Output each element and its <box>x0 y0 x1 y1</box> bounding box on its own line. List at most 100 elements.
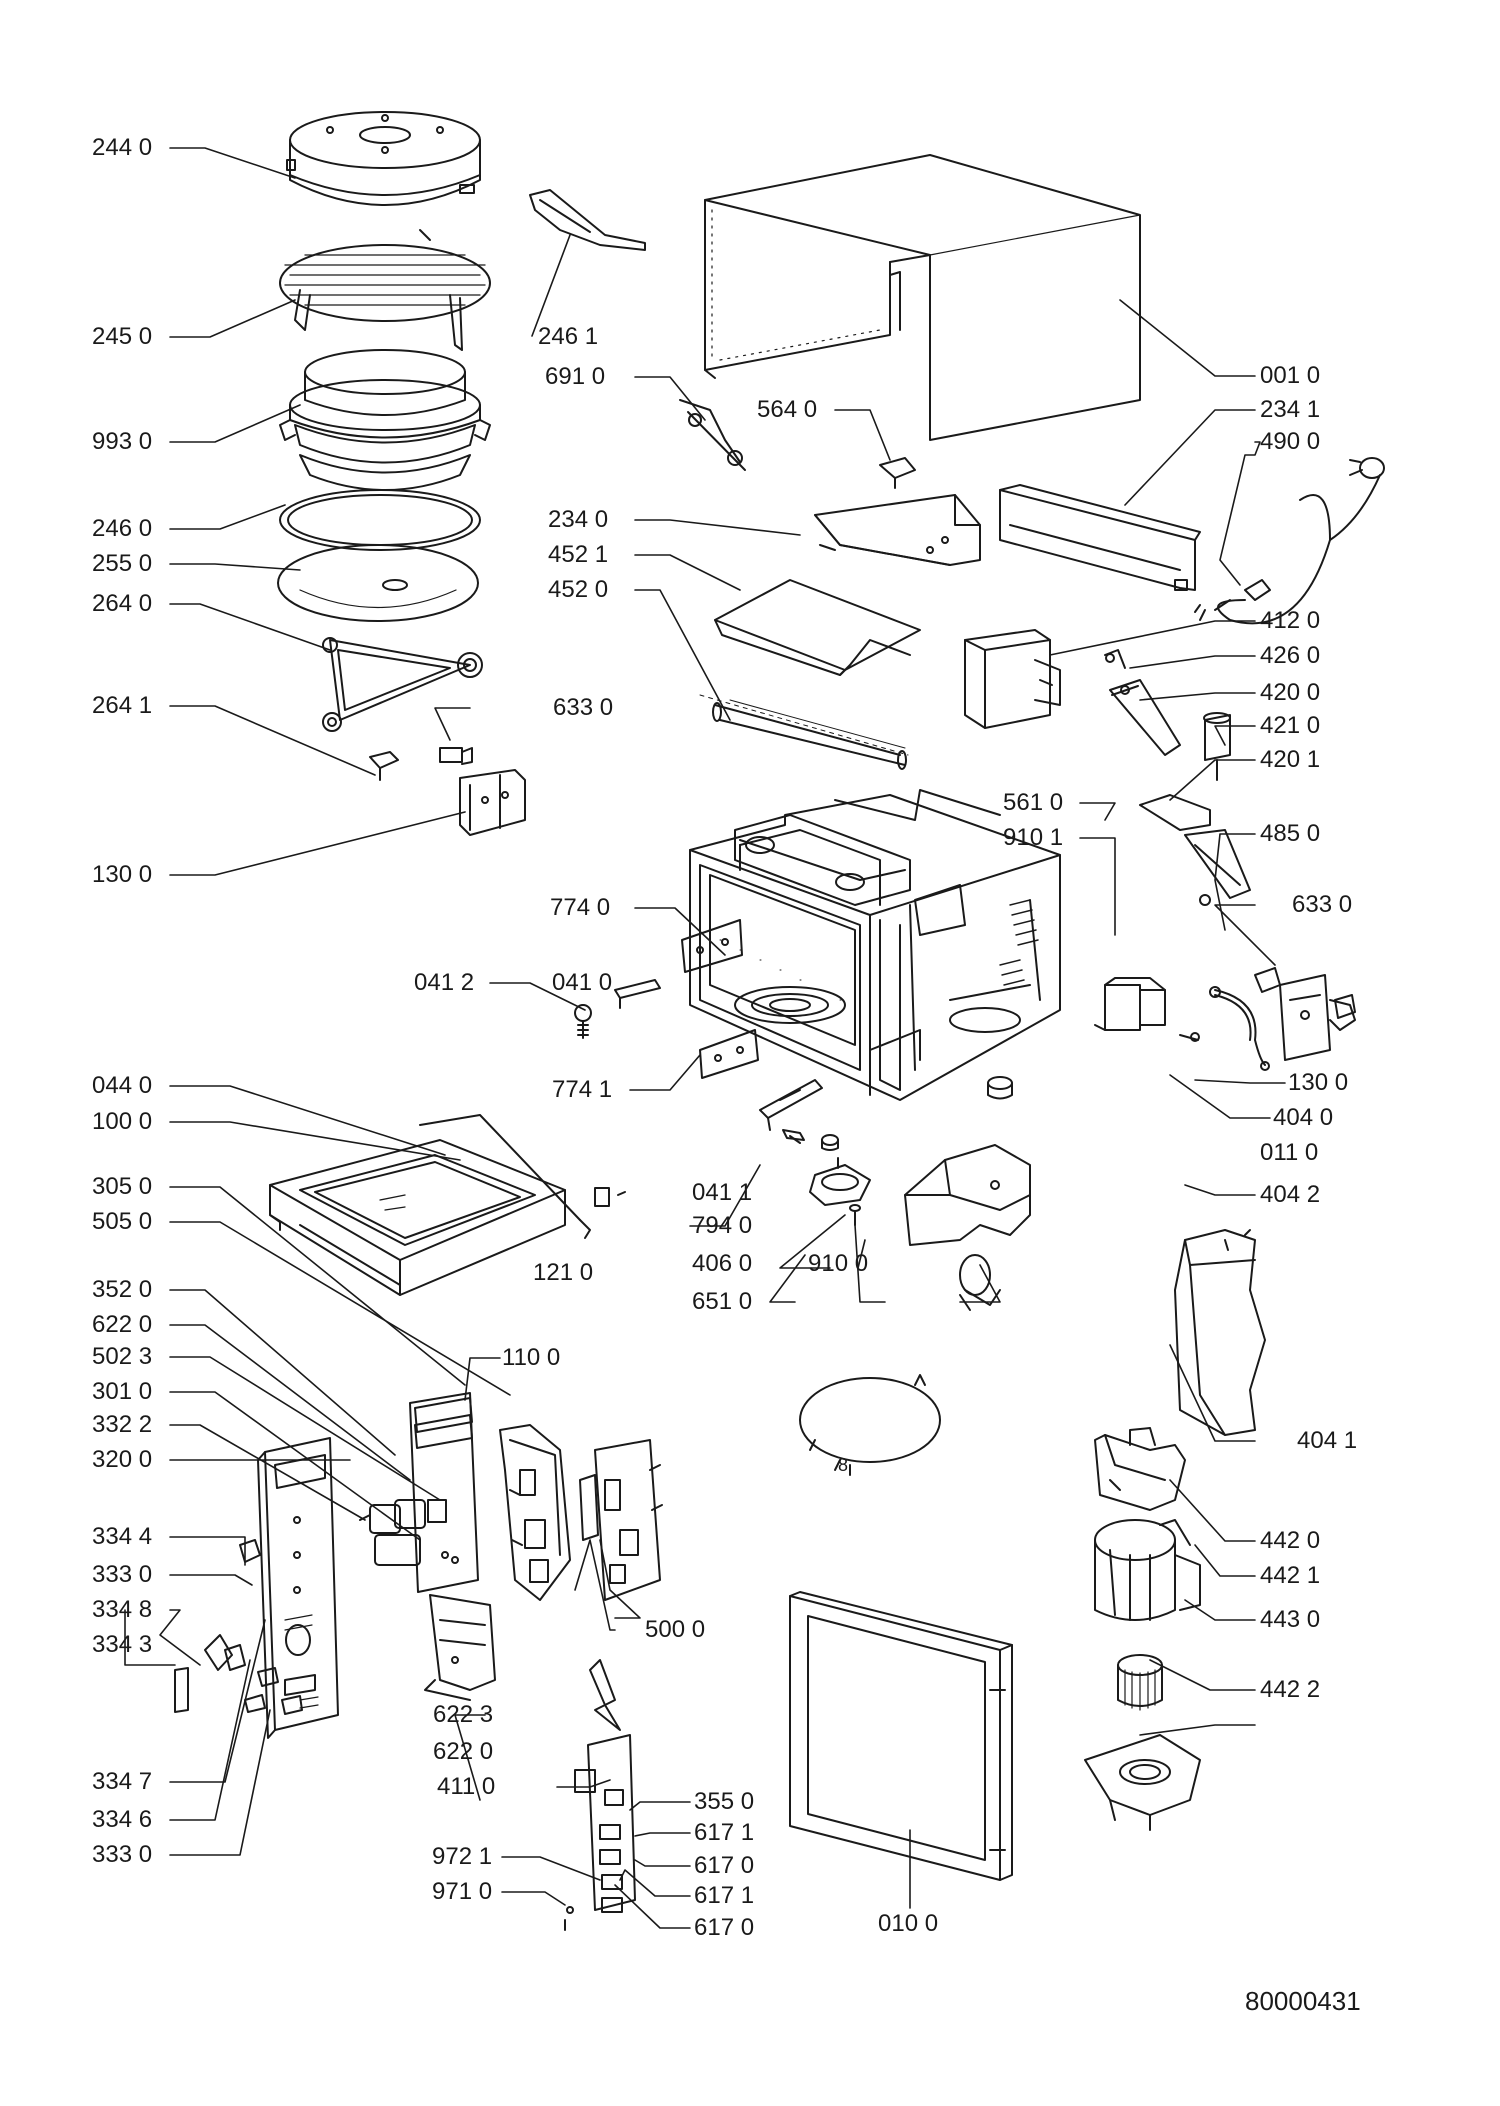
lamp-651 <box>959 1254 1001 1311</box>
magnetron-cover-234 <box>814 494 981 566</box>
part-label: 404 0 <box>1273 1104 1334 1131</box>
part-label: 041 1 <box>692 1179 753 1206</box>
part-label: 993 0 <box>92 428 153 455</box>
grill-rack <box>279 229 491 351</box>
part-label: 564 0 <box>757 396 818 423</box>
hv-capacitor-421 <box>1203 712 1231 781</box>
knob-334-4 <box>239 1539 261 1563</box>
bracket-622 <box>424 1594 496 1701</box>
lamp-holder <box>679 399 746 471</box>
outer-casing <box>704 154 1141 441</box>
crisp-plate-cover <box>286 111 481 206</box>
part-label: 333 0 <box>92 1841 153 1868</box>
roller-ring-oval <box>799 1374 941 1471</box>
part-label: 561 0 <box>1003 789 1064 816</box>
latch-clip <box>594 1187 626 1207</box>
keypad-board-301 <box>409 1392 479 1593</box>
part-label: 502 3 <box>92 1343 153 1370</box>
fan-blade-443 <box>1117 1654 1163 1711</box>
part-label: 485 0 <box>1260 820 1321 847</box>
part-label: 320 0 <box>92 1446 153 1473</box>
part-label: 452 0 <box>548 576 609 603</box>
part-label: 333 0 <box>92 1561 153 1588</box>
quartz-heater-452-0 <box>699 694 909 770</box>
steam-cooker <box>279 349 491 491</box>
part-label: 633 0 <box>1292 891 1353 918</box>
part-label: 264 1 <box>92 692 153 719</box>
part-label: 412 0 <box>1260 607 1321 634</box>
fuse-board <box>564 1734 636 1931</box>
switch-bracket-left <box>459 769 526 836</box>
part-label: 264 0 <box>92 590 153 617</box>
control-bracket-500 <box>499 1424 571 1601</box>
air-duct-404-2 <box>904 1144 1031 1246</box>
screw-041-1 <box>782 1129 805 1144</box>
part-label: 245 0 <box>92 323 153 350</box>
part-label: 910 1 <box>1003 824 1064 851</box>
wave-stirrer <box>529 189 646 251</box>
cavity-vents <box>999 899 1039 986</box>
arrow-indicator <box>589 1659 621 1731</box>
part-label: 442 1 <box>1260 1562 1321 1589</box>
fan-motor-442-1 <box>1094 1519 1201 1621</box>
bracket-564 <box>879 457 916 489</box>
part-label: 420 1 <box>1260 746 1321 773</box>
fan-bracket-442-0 <box>1094 1427 1186 1511</box>
coupler-794 <box>821 1134 839 1151</box>
door-switch-left <box>439 747 473 765</box>
part-label: 442 2 <box>1260 1676 1321 1703</box>
part-label: 334 7 <box>92 1768 153 1795</box>
door-latch-041 <box>614 979 661 1009</box>
door-seal-frame <box>789 1591 1013 1881</box>
part-label: 234 0 <box>548 506 609 533</box>
part-label: 8 <box>838 1455 849 1475</box>
waveguide-assembly <box>734 789 1001 936</box>
part-label: 121 0 <box>533 1259 594 1286</box>
hinge-plate-lower <box>699 1029 759 1079</box>
part-label: 334 4 <box>92 1523 153 1550</box>
door-assembly <box>269 1139 566 1296</box>
door-switch-right <box>1254 967 1356 1019</box>
power-board-500 <box>579 1439 663 1601</box>
part-label: 633 0 <box>553 694 614 721</box>
push-buttons-332 <box>359 1499 426 1566</box>
part-label: 010 0 <box>878 1910 939 1937</box>
part-label: 500 0 <box>645 1616 706 1643</box>
part-label: 110 0 <box>502 1344 561 1371</box>
part-label: 334 8 <box>92 1596 153 1623</box>
motor-bracket-041-1 <box>759 1079 823 1131</box>
part-label: 452 1 <box>548 541 609 568</box>
part-label: 352 0 <box>92 1276 153 1303</box>
waveguide-cover-452-1 <box>714 579 921 676</box>
interlock-switch <box>1094 977 1200 1042</box>
hv-capacitor <box>1109 679 1181 756</box>
part-label: 255 0 <box>92 550 153 577</box>
part-label: 334 6 <box>92 1806 153 1833</box>
screw-910-0 <box>849 1204 861 1226</box>
part-label: 617 0 <box>694 1914 755 1941</box>
part-label: 041 0 <box>552 969 613 996</box>
part-label: 041 2 <box>414 969 475 996</box>
side-vent-cover <box>999 484 1201 591</box>
thermal-fuse-485 <box>1209 986 1270 1071</box>
small-coupler <box>369 751 399 781</box>
part-label: 421 0 <box>1260 712 1321 739</box>
door-hook <box>419 1114 591 1239</box>
part-label: 617 0 <box>694 1852 755 1879</box>
part-label: 426 0 <box>1260 642 1321 669</box>
part-label: 442 0 <box>1260 1527 1321 1554</box>
part-label: 971 0 <box>432 1878 493 1905</box>
power-cord <box>1194 457 1385 625</box>
part-label: 244 0 <box>92 134 153 161</box>
part-label: 617 1 <box>694 1882 755 1909</box>
part-label: 130 0 <box>92 861 153 888</box>
knobs-334 <box>174 1634 303 1715</box>
part-label: 794 0 <box>692 1212 753 1239</box>
part-label: 505 0 <box>92 1208 153 1235</box>
screw-041-2 <box>574 1004 592 1039</box>
part-label: 044 0 <box>92 1072 153 1099</box>
part-label: 411 0 <box>437 1773 496 1800</box>
diode-426 <box>1104 649 1126 669</box>
hinge-plate-upper <box>681 919 743 973</box>
